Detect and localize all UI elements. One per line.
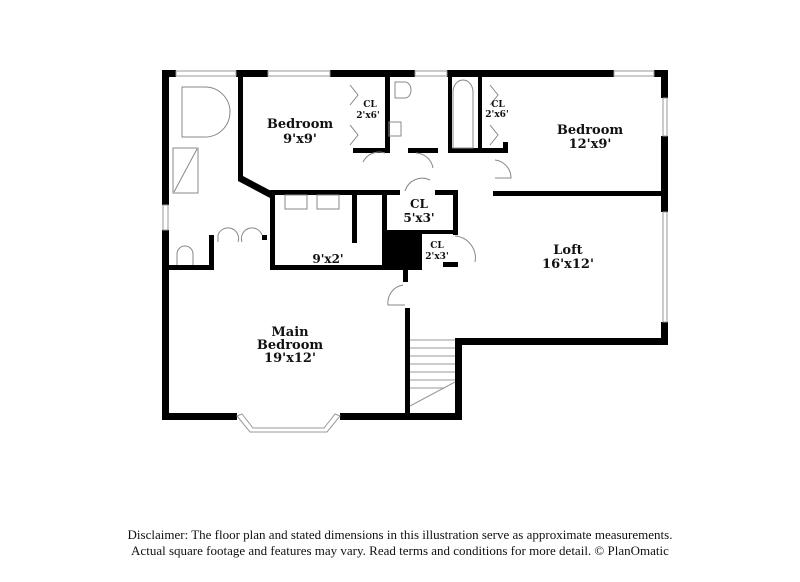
- closet-3-dims: 5'x3': [403, 211, 434, 225]
- bedroom-2-name: Bedroom: [557, 123, 624, 138]
- staircase: [409, 339, 456, 407]
- loft-dims: 16'x12': [542, 257, 594, 272]
- bedroom-2-dims: 12'x9': [569, 137, 612, 152]
- disclaimer-line-2: Actual square footage and features may v…: [131, 543, 669, 558]
- closet-2-dims: 2'x6': [485, 110, 508, 120]
- fixtures: [172, 79, 512, 407]
- disclaimer-line-1: Disclaimer: The floor plan and stated di…: [127, 527, 673, 542]
- closet-1-name: CL: [363, 100, 377, 110]
- bedroom-1-name: Bedroom: [267, 117, 334, 132]
- floor-plan: Bedroom 9'x9' Bedroom 12'x9' CL 2'x6' CL…: [162, 70, 668, 433]
- closet-4-dims: 2'x3': [425, 252, 448, 262]
- closet-1-dims: 2'x6': [356, 111, 379, 121]
- closet-4-name: CL: [430, 241, 444, 251]
- room-labels: Bedroom 9'x9' Bedroom 12'x9' CL 2'x6' CL…: [257, 100, 624, 366]
- windows: [162, 70, 668, 433]
- closet-3-name: CL: [410, 197, 429, 211]
- walls: [162, 70, 668, 420]
- walk-in-dims: 9'x2': [312, 252, 343, 266]
- closet-2-name: CL: [491, 100, 505, 110]
- bedroom-1-dims: 9'x9': [283, 132, 317, 147]
- main-bedroom-name-1: Main: [271, 325, 309, 340]
- loft-name: Loft: [553, 243, 582, 258]
- main-bedroom-dims: 19'x12': [264, 351, 316, 366]
- main-bedroom-name-2: Bedroom: [257, 338, 324, 353]
